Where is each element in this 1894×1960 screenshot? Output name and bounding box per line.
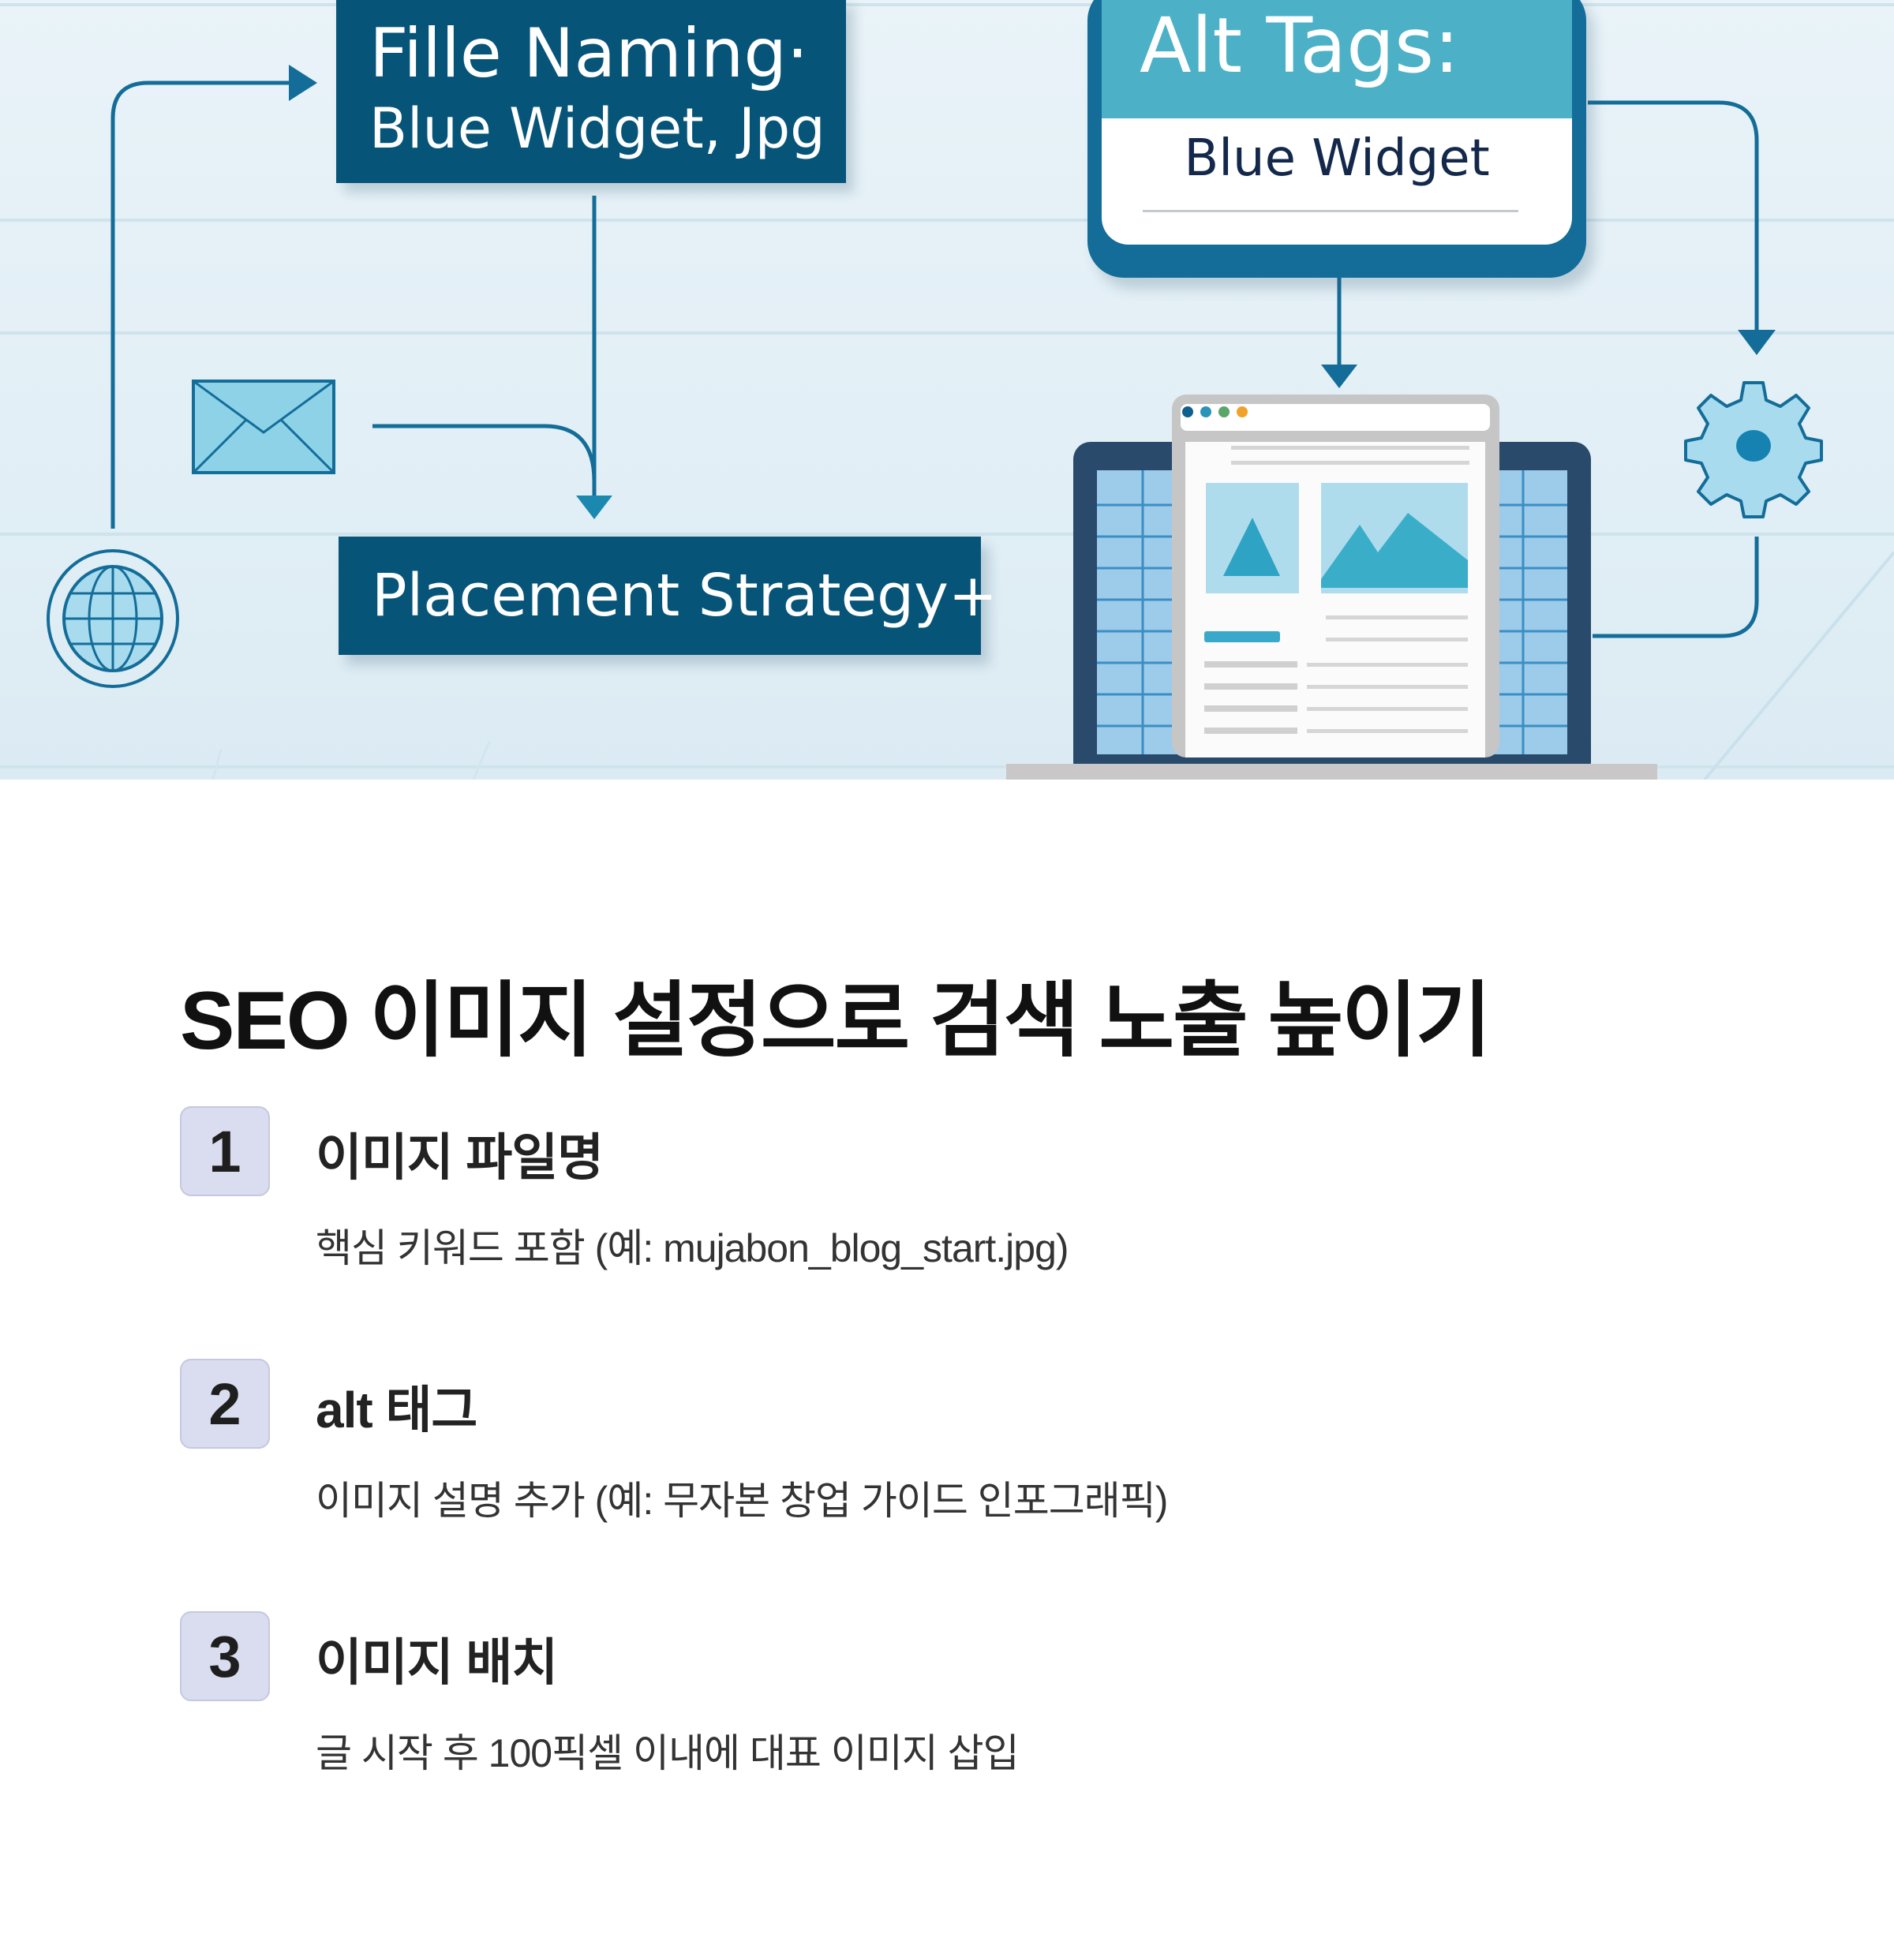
step-description: 핵심 키워드 포함 (예: mujabon_blog_start.jpg) (316, 1226, 1069, 1270)
laptop-browser-icon (1006, 395, 1657, 780)
background-line (0, 219, 1894, 222)
hero-illustration: Fille Naming· Blue Widget, Jpg Alt Tags:… (0, 0, 1894, 780)
alt-tags-card: Alt Tags: Blue Widget (1087, 0, 1586, 278)
file-naming-title: Fille Naming· (369, 14, 809, 93)
step-title: 이미지 파일명 (316, 1129, 604, 1186)
step-description: 이미지 설명 추가 (예: 무자본 창업 가이드 인포그래픽) (316, 1479, 1168, 1523)
step-title: alt 태그 (316, 1382, 477, 1438)
background-line (0, 3, 1894, 6)
file-naming-box: Fille Naming· Blue Widget, Jpg (336, 0, 846, 183)
browser-dot (1200, 406, 1211, 417)
step-title: 이미지 배치 (316, 1634, 558, 1691)
globe-icon (47, 549, 179, 688)
step-number-badge: 1 (180, 1106, 270, 1196)
alt-tags-value: Blue Widget (1184, 129, 1490, 188)
step-number-badge: 3 (180, 1611, 270, 1701)
browser-dot (1237, 406, 1248, 417)
step-number-badge: 2 (180, 1359, 270, 1449)
alt-tags-title: Alt Tags: (1140, 2, 1460, 90)
alt-tags-divider (1143, 210, 1518, 212)
background-line (0, 765, 1894, 769)
connector-arrows (47, 65, 1894, 780)
step-description: 글 시작 후 100픽셀 이내에 대표 이미지 삽입 (316, 1731, 1020, 1775)
file-naming-value: Blue Widget, Jpg (369, 96, 825, 161)
gear-icon (1684, 381, 1823, 518)
background-line (0, 331, 1894, 335)
browser-dot (1218, 406, 1230, 417)
alt-tags-header: Alt Tags: (1102, 0, 1572, 118)
page-title: SEO 이미지 설정으로 검색 노출 높이기 (180, 975, 1492, 1067)
browser-dot (1182, 406, 1193, 417)
background-line (0, 533, 1894, 536)
alt-tags-body: Blue Widget (1102, 118, 1572, 245)
envelope-icon (192, 380, 335, 474)
placement-strategy-title: Placement Strategy+ (372, 562, 998, 630)
placement-strategy-box: Placement Strategy+ (339, 537, 998, 655)
